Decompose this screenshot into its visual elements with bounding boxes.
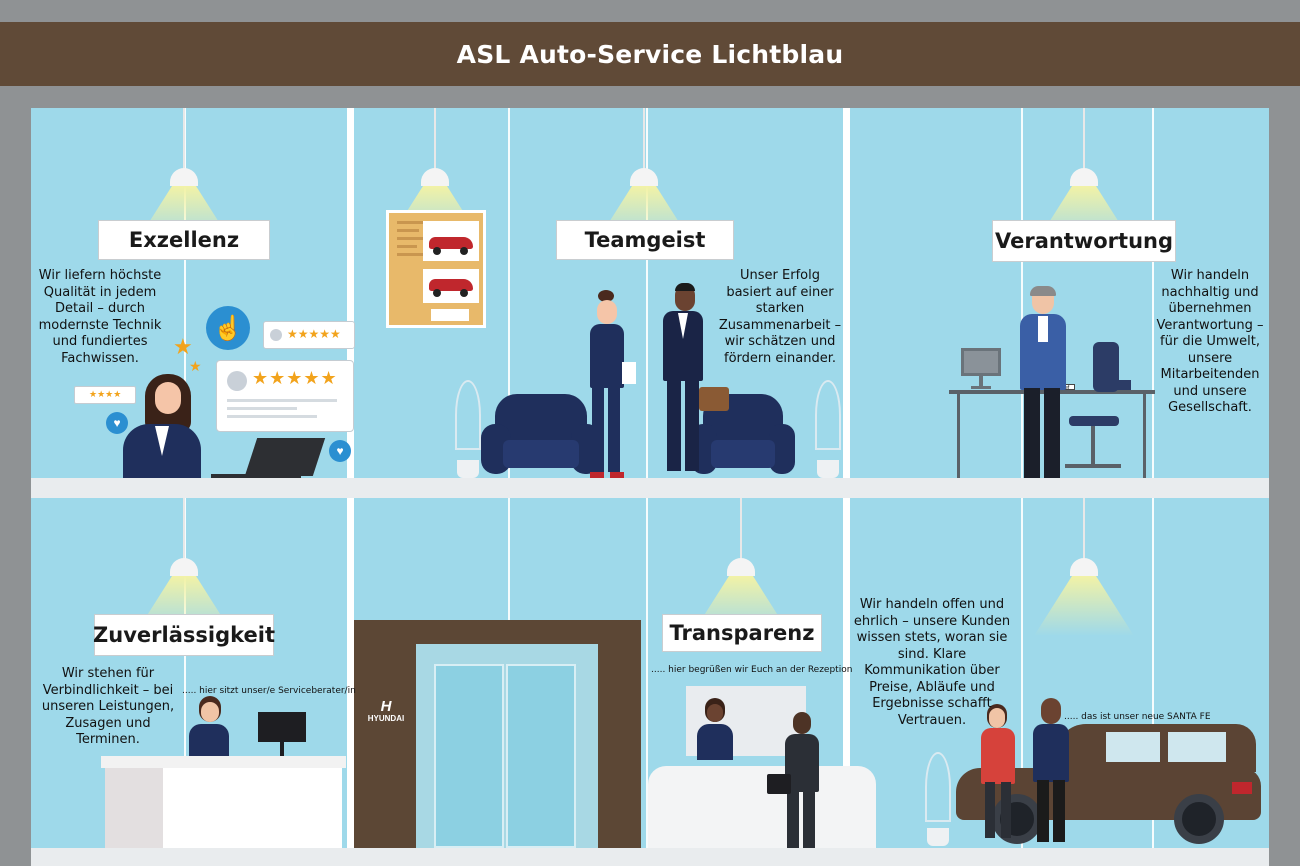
section-title-verantwortung: Verantwortung	[992, 220, 1176, 262]
plant-icon	[921, 752, 955, 848]
window-mullion	[1152, 498, 1154, 848]
window-mullion	[646, 108, 648, 480]
customer-with-bag	[767, 712, 833, 848]
elevator-icon: H HYUNDAI	[354, 620, 641, 848]
receptionist	[695, 698, 735, 760]
text-zuverlaessigkeit: Wir stehen für Verbindlichkeit – bei uns…	[41, 666, 175, 747]
star-icon: ★★★★	[89, 389, 122, 399]
star-icon: ★★★★★	[252, 368, 338, 388]
office-chair	[1061, 342, 1121, 480]
businesswoman	[584, 290, 640, 480]
businessman	[655, 283, 729, 480]
armchair	[481, 394, 601, 480]
service-desk	[101, 756, 346, 848]
section-title-transparenz: Transparenz	[662, 614, 822, 652]
star-icon: ★★★★★	[287, 327, 341, 341]
sales-couple	[969, 698, 1079, 848]
laptop	[211, 438, 326, 480]
heart-icon: ♥	[329, 440, 351, 462]
star-icon: ★	[173, 334, 193, 359]
window-mullion	[843, 108, 850, 480]
window-mullion	[184, 108, 186, 480]
annotation-rezeption: ..... hier begrüßen wir Euch an der Reze…	[651, 665, 853, 675]
window-mullion	[184, 498, 186, 848]
monitor-icon	[258, 712, 306, 756]
annotation-santa-fe: ..... das ist unser neue SANTA FE	[1064, 712, 1211, 722]
service-advisor	[183, 696, 233, 756]
plant-icon	[451, 380, 485, 480]
page-title: ASL Auto-Service Lichtblau	[456, 39, 844, 69]
text-transparenz: Wir handeln offen und ehrlich – unsere K…	[853, 597, 1011, 728]
window-mullion	[508, 108, 510, 480]
monitor-icon	[961, 348, 1001, 390]
reception-counter	[648, 686, 876, 848]
armchair	[691, 394, 795, 480]
review-bubble-small: ★★★★★	[263, 321, 355, 349]
text-exzellenz: Wir liefern höchste Qualität in jedem De…	[38, 268, 162, 366]
section-title-teamgeist: Teamgeist	[556, 220, 734, 260]
floor-lower: H HYUNDAI	[31, 498, 1269, 848]
floor-upper: ☝ ★★★★★ ★★★★★ ★★★★ ♥ ♥ ★ ★	[31, 108, 1269, 480]
floor-slab	[31, 848, 1269, 866]
window-mullion	[843, 498, 850, 848]
floor-slab	[31, 478, 1269, 498]
heart-icon: ♥	[106, 412, 128, 434]
section-title-exzellenz: Exzellenz	[98, 220, 270, 260]
window-mullion	[1021, 498, 1023, 848]
window-mullion	[646, 498, 648, 848]
thumbs-up-icon: ☝	[206, 306, 250, 350]
window-mullion	[1021, 108, 1023, 480]
boss-figure	[1016, 286, 1072, 480]
header-bar: ASL Auto-Service Lichtblau	[0, 22, 1300, 86]
car-poster	[386, 210, 486, 328]
annotation-serviceberater: ..... hier sitzt unser/e Serviceberater/…	[182, 686, 356, 696]
review-bubble-mini: ★★★★	[74, 386, 136, 404]
window-mullion	[347, 498, 354, 848]
window-mullion	[347, 108, 354, 480]
section-title-zuverlaessigkeit: Zuverlässigkeit	[93, 614, 275, 656]
review-bubble-large: ★★★★★	[216, 360, 354, 432]
woman-at-laptop	[119, 374, 229, 480]
plant-icon	[811, 380, 845, 480]
star-icon: ★	[189, 358, 202, 374]
brand-logo: H HYUNDAI	[367, 698, 405, 723]
text-teamgeist: Unser Erfolg basiert auf einer starken Z…	[718, 268, 842, 366]
window-mullion	[1152, 108, 1154, 480]
text-verantwortung: Wir handeln nachhaltig und übernehmen Ve…	[1156, 268, 1264, 415]
